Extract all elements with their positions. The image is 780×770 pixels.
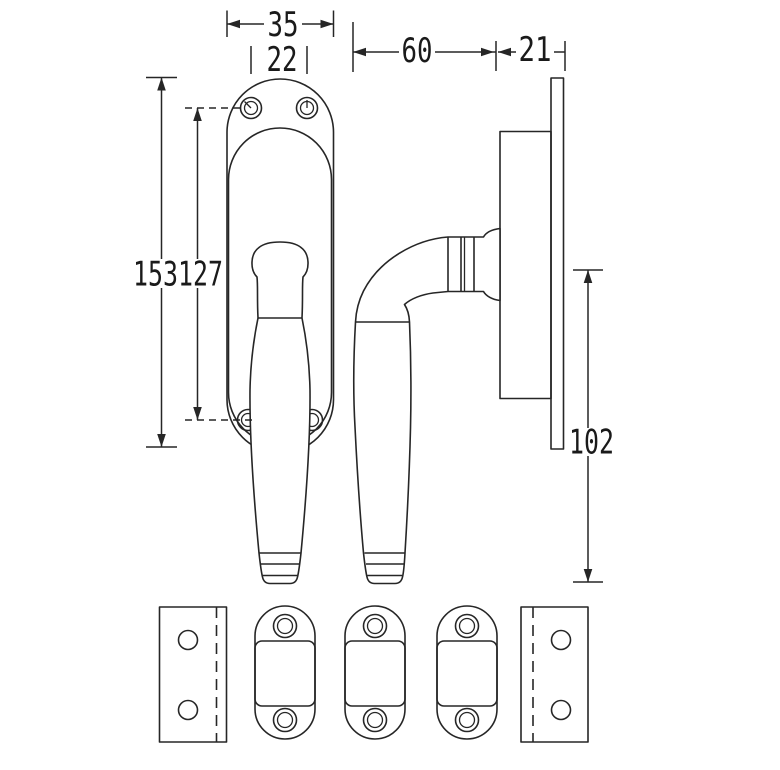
keeper-center-block [344, 640, 406, 707]
arrowhead-left [227, 19, 240, 29]
keeper-center-block [436, 640, 498, 707]
arrowhead-up [583, 270, 593, 283]
label-mask [568, 428, 615, 456]
label-mask [264, 10, 302, 37]
handle-side-outline [352, 227, 501, 585]
arrowhead-left [353, 47, 366, 57]
dim-grip-drop: 102 [568, 269, 615, 583]
label-mask [516, 38, 554, 65]
arrowhead-down [157, 434, 166, 447]
dim-label-127: 127 [178, 255, 223, 295]
dim-label-60: 60 [402, 31, 433, 71]
arrowhead-up [193, 108, 202, 121]
arrowhead-up [157, 77, 166, 91]
dim-label-153: 153 [133, 255, 178, 295]
bracket-left [158, 606, 228, 743]
keeper-hole-bottom-outer [454, 707, 480, 733]
keeper-3 [436, 605, 498, 740]
front-view [226, 78, 335, 585]
arrowhead-left [498, 47, 511, 57]
keeper-hole-top-outer [362, 613, 388, 639]
bracket-body [158, 606, 228, 743]
bracket-hole-top [177, 629, 199, 651]
hardware-row [158, 605, 589, 743]
keeper-body [436, 605, 498, 740]
keeper-1 [254, 605, 316, 740]
handle-side [352, 227, 501, 585]
dim-label-21: 21 [519, 30, 552, 70]
keeper-hole-bottom-outer [272, 707, 298, 733]
hole-inner [243, 100, 259, 116]
keeper-body [344, 605, 406, 740]
side-view [352, 77, 565, 585]
handle-front [249, 241, 311, 585]
backplate-side [499, 130, 552, 400]
bracket-hole-top [550, 629, 572, 651]
mounting-plate-side [550, 77, 565, 450]
label-mask [132, 259, 224, 288]
dim-label-102: 102 [569, 423, 614, 463]
dim-label-22: 22 [267, 40, 298, 80]
label-mask [399, 38, 435, 65]
screw-hole-top-left [239, 96, 263, 120]
dim-screw-spacing: 22 [250, 40, 308, 80]
keeper-hole-top-inner [458, 617, 476, 635]
bracket-hole-bottom [550, 699, 572, 721]
dim-plate-width: 35 [226, 5, 335, 45]
bracket-hole-bottom [177, 699, 199, 721]
arrowhead-down [193, 407, 202, 420]
bracket-body [520, 606, 589, 743]
arrowhead-right [320, 19, 334, 29]
hole-outer [239, 96, 263, 120]
screw-hole-top-right [295, 96, 319, 120]
dim-label-35: 35 [268, 5, 299, 45]
dimensions: 35 22 153 127 [132, 5, 615, 583]
keeper-hole-bottom-outer [362, 707, 388, 733]
keeper-hole-bottom-inner [276, 711, 294, 729]
handle-front-outline [249, 241, 311, 585]
keeper-hole-top-inner [366, 617, 384, 635]
keeper-2 [344, 605, 406, 740]
dim-depth: 21 [498, 30, 566, 71]
keeper-hole-bottom-inner [366, 711, 384, 729]
hole-outer [295, 96, 319, 120]
arrowhead-down [583, 569, 593, 582]
hole-slot-mark [244, 101, 252, 109]
arrowhead-right [481, 47, 494, 57]
bracket-right [520, 606, 589, 743]
keeper-hole-top-inner [276, 617, 294, 635]
dim-projection: 60 [352, 22, 497, 72]
keeper-hole-top-outer [272, 613, 298, 639]
keeper-hole-top-outer [454, 613, 480, 639]
keeper-body [254, 605, 316, 740]
keeper-center-block [254, 640, 316, 707]
keeper-hole-bottom-inner [458, 711, 476, 729]
